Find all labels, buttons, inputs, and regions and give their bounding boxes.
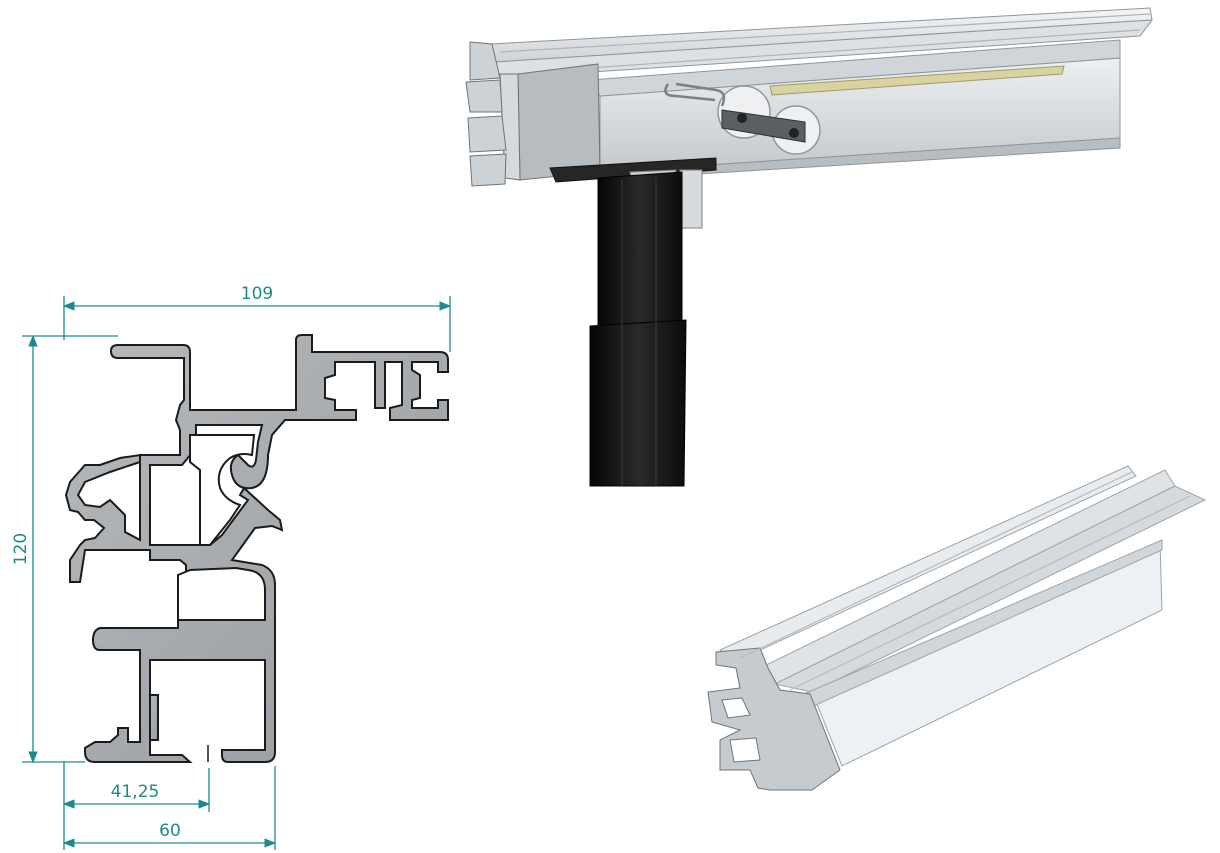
rail2-end-cavity bbox=[721, 697, 761, 763]
mount-block bbox=[549, 157, 717, 183]
yellow-strip bbox=[769, 65, 1065, 96]
post-upper bbox=[597, 171, 683, 329]
rail-profile-render bbox=[707, 465, 1207, 791]
dimension-annotations bbox=[22, 296, 452, 850]
end-cap bbox=[517, 63, 601, 181]
rail-groove bbox=[559, 29, 1141, 71]
rail2-groove bbox=[789, 495, 1191, 691]
profile-body bbox=[64, 334, 449, 763]
clamp-right bbox=[679, 169, 703, 229]
rail-assembly-render bbox=[465, 7, 1154, 487]
rail2-groove bbox=[739, 471, 1133, 659]
chain-link bbox=[664, 82, 726, 107]
roller-bolt bbox=[737, 113, 747, 123]
post-lower bbox=[589, 319, 687, 487]
profile-cross-section bbox=[64, 334, 449, 763]
profile-cavity bbox=[189, 434, 256, 546]
dim-label-width-top: 109 bbox=[241, 284, 273, 304]
dim-label-offset-bottom: 41,25 bbox=[111, 782, 160, 802]
rail2-top bbox=[773, 485, 1207, 693]
profile-end-detail bbox=[465, 41, 507, 187]
profile-detail bbox=[149, 694, 159, 741]
dim-label-height-left: 120 bbox=[11, 533, 31, 565]
roller-bolt bbox=[789, 128, 799, 138]
dim-label-width-bottom: 60 bbox=[159, 821, 181, 841]
profile-cavity bbox=[177, 566, 266, 621]
rail-groove bbox=[499, 13, 1151, 53]
